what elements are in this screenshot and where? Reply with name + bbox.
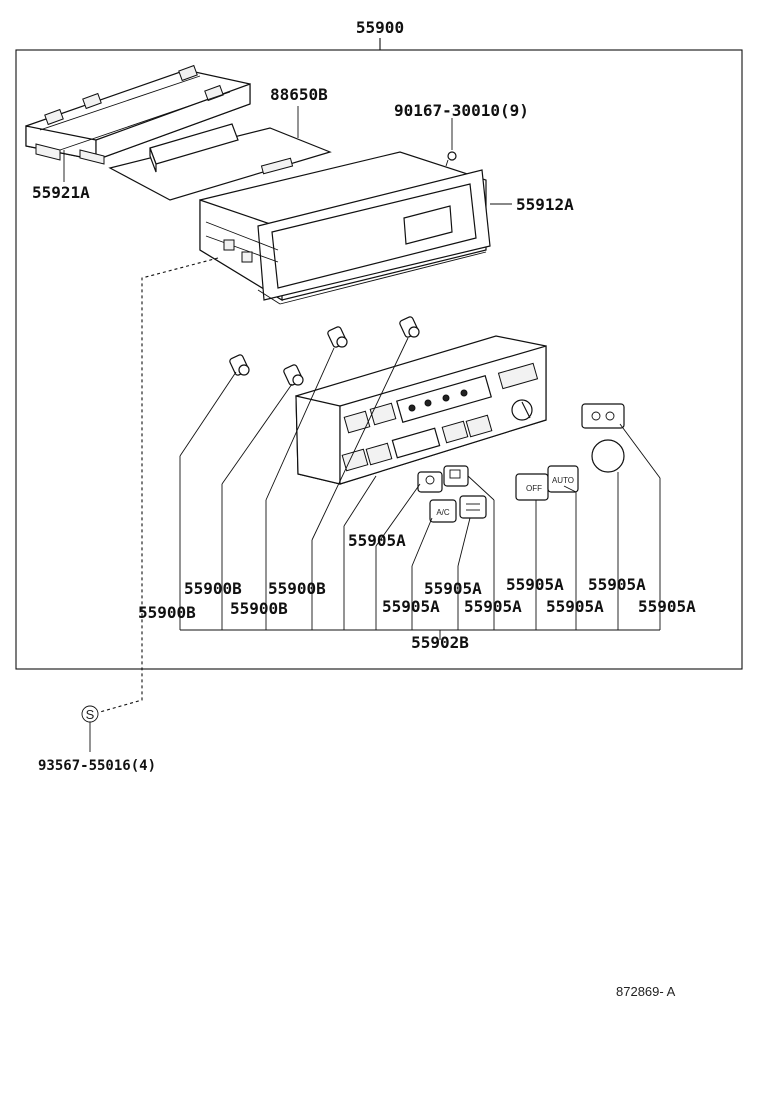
control-panel-55902b [295,335,547,485]
reference-number: 872869- A [616,984,676,999]
ac-button-text: A/C [436,508,450,517]
label-55905a-a: 55905A [348,531,406,550]
label-55905a-c: 55905A [506,575,564,594]
bulb-55900b-2 [283,364,304,386]
dashed-leader-93567 [99,257,219,713]
bulb-55900b-3 [327,326,348,348]
button-55905a-ac [429,499,457,523]
button-55905a-fan [581,403,625,429]
label-88650b: 88650B [270,85,328,104]
label-93567: 93567-55016(4) [38,758,156,774]
s-symbol-letter: S [86,707,95,722]
label-55905a-f: 55905A [464,597,522,616]
assembly-label: 55900 [356,18,404,37]
assembly-frame [15,38,743,670]
label-55905a-d: 55905A [588,575,646,594]
bulb-55900b-1 [229,354,250,376]
panel-88650b [108,123,332,201]
label-55900b-4: 55900B [230,599,288,618]
label-55900b-3: 55900B [138,603,196,622]
label-55905a-b: 55905A [424,579,482,598]
housing-55912a [199,151,491,305]
label-55921a: 55921A [32,183,90,202]
leader-lines [179,337,661,631]
knob-cap-55905a [591,439,625,473]
bulb-55900b-4 [399,316,420,338]
button-55905a-auto [547,465,579,493]
label-55905a-e: 55905A [382,597,440,616]
label-55900b-2: 55900B [268,579,326,598]
button-55905a-rec [417,471,443,493]
bracket-55921a [25,64,251,165]
button-55905a-defrost [459,495,487,519]
button-55905a-fresh [443,465,469,487]
label-55902b: 55902B [411,633,469,652]
label-55912a: 55912A [516,195,574,214]
auto-button-text: AUTO [552,476,574,485]
label-55900b-1: 55900B [184,579,242,598]
label-90167: 90167-30010(9) [394,101,529,120]
off-button-text: OFF [526,484,542,493]
label-55905a-g: 55905A [546,597,604,616]
screw-90167 [445,118,457,167]
label-55905a-h: 55905A [638,597,696,616]
